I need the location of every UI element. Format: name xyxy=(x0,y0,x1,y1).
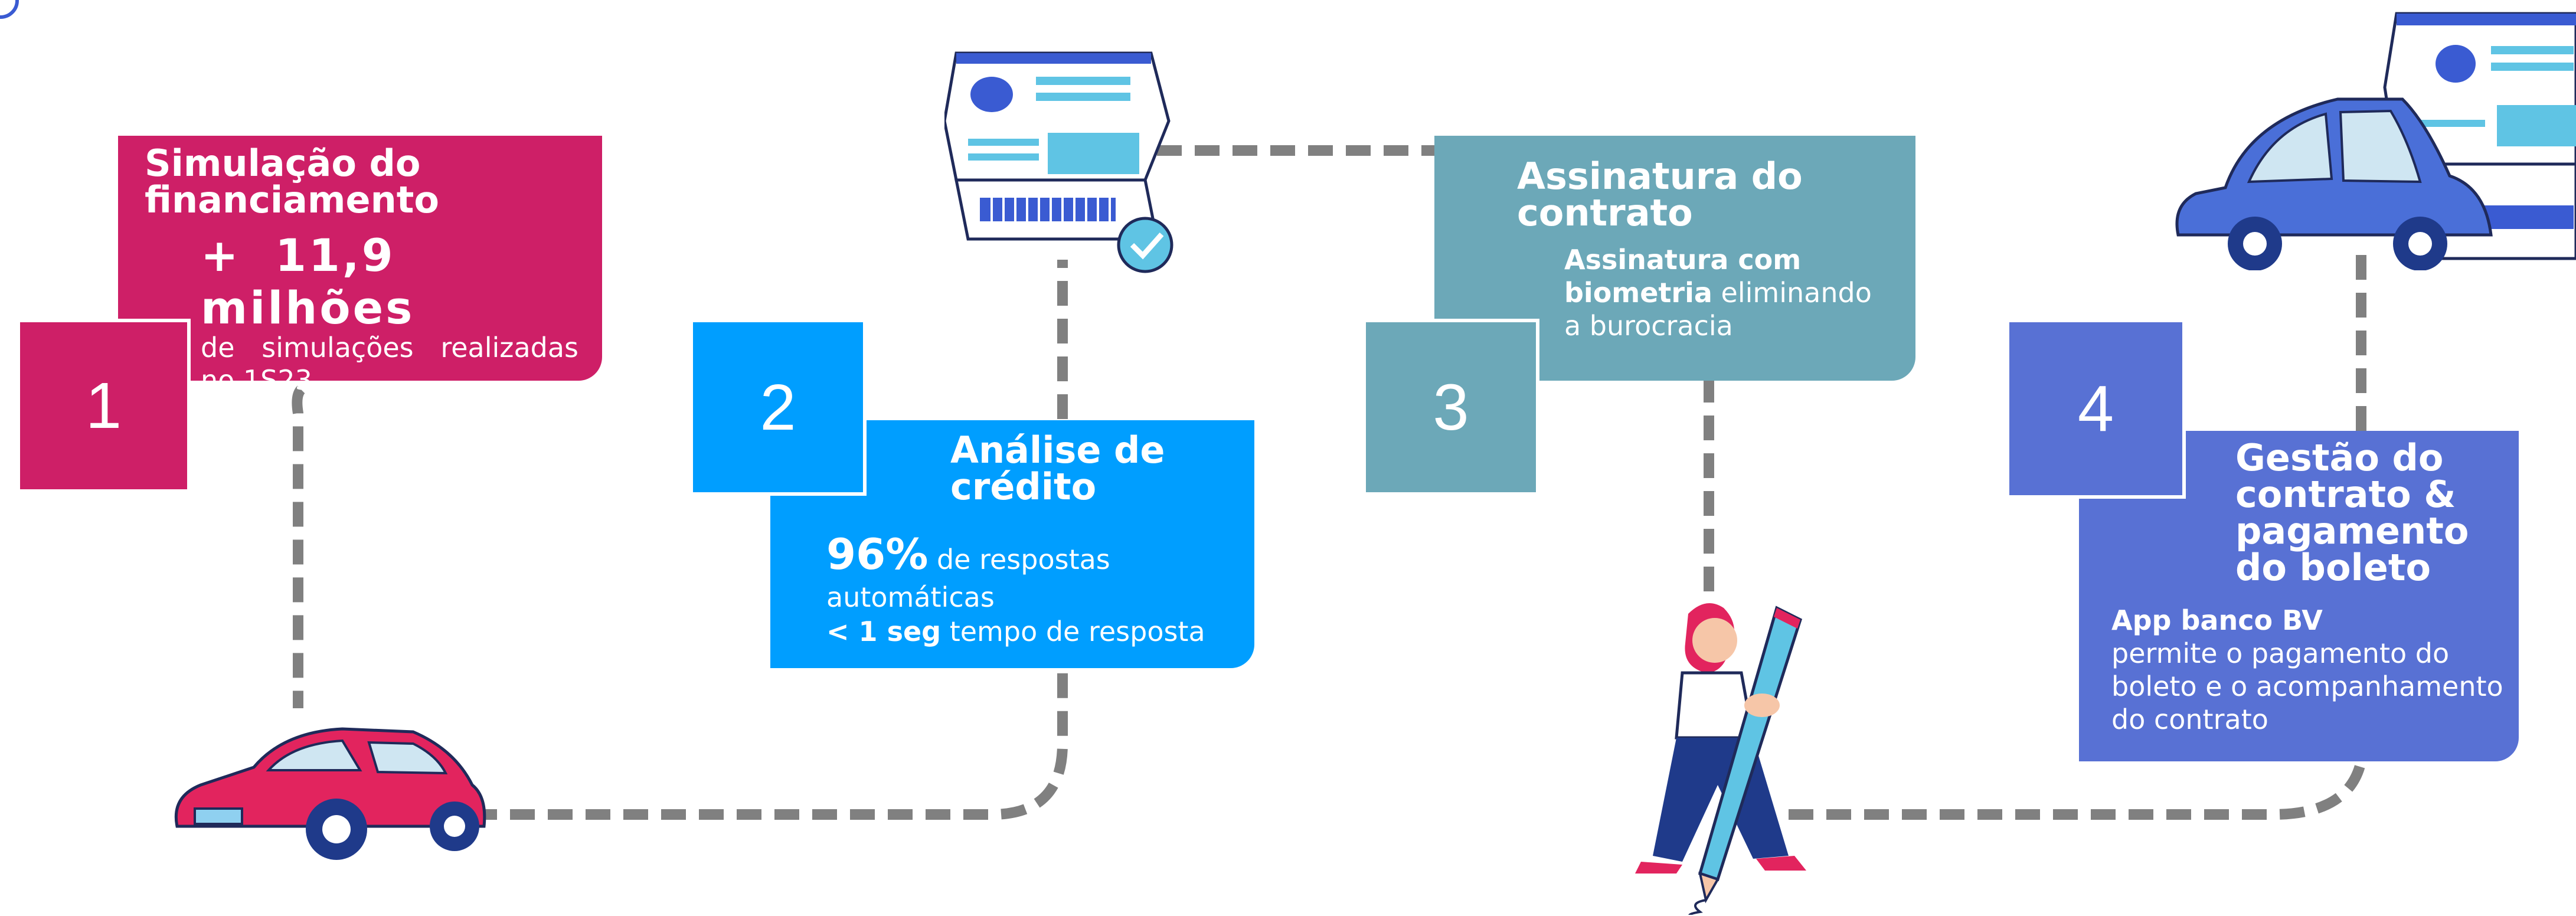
step1-card: Simulação do financiamento + 11,9 milhõe… xyxy=(118,136,602,396)
step2-text2: tempo de resposta xyxy=(949,615,1205,647)
step2-text: de respostas automáticas xyxy=(826,544,1110,613)
step2-highlight: 96% xyxy=(826,529,929,579)
step1-highlight: + 11,9 milhões xyxy=(201,229,415,334)
step1-text: de simulações realizadas no 1S23 xyxy=(201,332,578,397)
step3-body: Assinatura com biometria eliminando a bu… xyxy=(1564,243,1895,342)
step3-text: eliminando a burocracia xyxy=(1564,277,1872,342)
step1-number: 1 xyxy=(17,319,191,493)
car-blue-document-icon xyxy=(2175,12,2576,270)
step3-highlight: Assinatura com biometria xyxy=(1564,244,1802,309)
step2-number: 2 xyxy=(689,319,867,496)
step2-title: Análise de crédito xyxy=(950,428,1165,508)
car-red-icon xyxy=(174,727,486,860)
step4-highlight: App banco BV xyxy=(2111,604,2323,636)
step4-title: Gestão do contrato & pagamento do boleto xyxy=(2235,436,2469,589)
step2-body: 96% de respostas automáticas < 1 seg tem… xyxy=(826,528,1240,649)
step4-text: permite o pagamento do boleto e o acompa… xyxy=(2111,637,2503,736)
step3-title: Assinatura do contrato xyxy=(1517,155,1803,234)
step3-card: Assinatura do contrato Assinatura com bi… xyxy=(1434,136,1915,381)
step1-title: Simulação do financiamento xyxy=(145,142,439,221)
step2-highlight2: < 1 seg xyxy=(826,615,942,647)
woman-pencil-icon xyxy=(1635,603,1806,915)
document-check-icon xyxy=(944,51,1173,273)
step3-number: 3 xyxy=(1362,319,1539,496)
step4-card: Gestão do contrato & pagamento do boleto… xyxy=(2079,431,2519,761)
step4-number: 4 xyxy=(2006,319,2186,499)
step4-body: App banco BV permite o pagamento do bole… xyxy=(2111,604,2513,736)
